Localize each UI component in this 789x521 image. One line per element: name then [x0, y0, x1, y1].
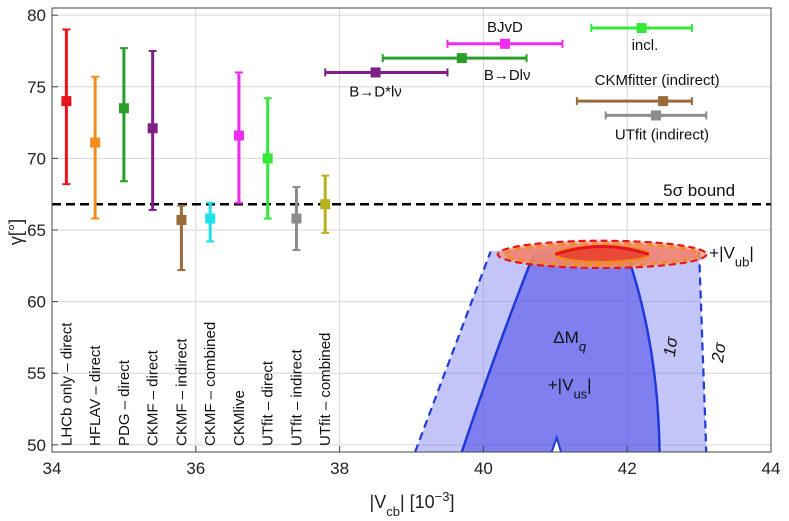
point-marker: [90, 137, 101, 148]
gamma-point-label: CKMF – combined: [202, 322, 219, 446]
gamma-point: [118, 47, 129, 183]
x-tick-label: 34: [43, 459, 62, 478]
vcb-point-label: B→Dlν: [484, 67, 531, 84]
gamma-point-label: CKMF – direct: [145, 349, 162, 446]
point-marker: [658, 96, 669, 107]
vcb-point: [446, 38, 564, 49]
point-marker: [636, 23, 647, 34]
point-marker: [499, 38, 510, 49]
delta-m-label: ΔMq: [553, 328, 587, 354]
point-marker: [233, 130, 244, 141]
y-tick-label: 65: [27, 221, 46, 240]
gamma-point-label: PDG – direct: [116, 359, 133, 446]
gamma-point-label: CKMlive: [231, 390, 248, 446]
vub-one-sigma-top-edge: [554, 244, 650, 256]
two-sigma-label: 2σ: [708, 341, 730, 365]
gamma-point: [320, 174, 331, 234]
y-tick-label: 50: [27, 436, 46, 455]
y-tick-label: 75: [27, 78, 46, 97]
y-axis-title: γ[°]: [6, 219, 26, 245]
point-marker: [650, 110, 661, 121]
x-tick-label: 38: [330, 459, 349, 478]
point-marker: [370, 67, 381, 78]
vcb-point: [590, 23, 693, 34]
two-sigma-right-boundary: [698, 251, 708, 452]
point-marker: [320, 199, 331, 210]
one-sigma-region: [461, 250, 660, 452]
gamma-point: [176, 204, 187, 272]
gamma-point: [90, 75, 101, 220]
one-sigma-left-boundary: [460, 253, 535, 452]
gamma-point: [233, 71, 244, 204]
y-tick-label: 60: [27, 293, 46, 312]
gamma-point-label: UTfit – direct: [260, 360, 277, 446]
point-marker: [61, 96, 72, 107]
vcb-point-label: B→D*lν: [349, 83, 402, 100]
vus-label: +|Vus|: [548, 375, 592, 401]
x-tick-label: 40: [474, 459, 493, 478]
gamma-point-label: LHCb only – direct: [58, 322, 75, 446]
vcb-point: [575, 96, 693, 107]
gamma-point-label: HFLAV – direct: [87, 345, 104, 446]
point-marker: [262, 153, 273, 164]
y-tick-label: 80: [27, 6, 46, 25]
vcb-point-label: CKMfitter (indirect): [595, 72, 720, 89]
x-axis-title: |Vcb| [10−3]: [370, 489, 455, 519]
point-marker: [291, 213, 302, 224]
point-marker: [118, 103, 129, 114]
gamma-point: [291, 186, 302, 252]
gamma-point-label: CKMF – indirect: [173, 338, 190, 446]
point-marker: [456, 53, 467, 64]
y-tick-label: 70: [27, 149, 46, 168]
point-marker: [147, 123, 158, 134]
x-tick-label: 44: [762, 459, 781, 478]
constraint-regions: [414, 239, 708, 452]
vcb-point: [324, 67, 449, 78]
gamma-point: [147, 49, 158, 211]
vcb-point-label: incl.: [632, 37, 659, 54]
two-sigma-left-boundary: [414, 251, 492, 452]
gamma-point: [61, 28, 72, 186]
point-marker: [176, 214, 187, 225]
vcb-point-label: BJvD: [487, 19, 523, 36]
gamma-point: [205, 201, 216, 243]
threshold-label: 5σ bound: [663, 181, 735, 200]
vcb-point: [604, 110, 708, 121]
one-sigma-right-boundary: [626, 253, 661, 452]
vub-label: +|Vub|: [709, 244, 754, 270]
vcb-point-label: UTfit (indirect): [615, 126, 709, 143]
vcb-point: [381, 53, 528, 64]
x-tick-label: 36: [186, 459, 205, 478]
y-tick-label: 55: [27, 364, 46, 383]
axis-ticks: 34 36 38 40 42 44 50 55 60 65 70 75 80: [27, 6, 780, 478]
data-points: [61, 23, 708, 272]
gamma-point: [262, 97, 273, 220]
x-tick-label: 42: [618, 459, 637, 478]
one-sigma-label: 1σ: [660, 335, 682, 358]
gamma-point-label: UTfit – combined: [317, 333, 334, 446]
gamma-point-label: UTfit – indirect: [288, 348, 305, 446]
point-marker: [205, 213, 216, 224]
one-sigma-notch: [550, 434, 563, 452]
